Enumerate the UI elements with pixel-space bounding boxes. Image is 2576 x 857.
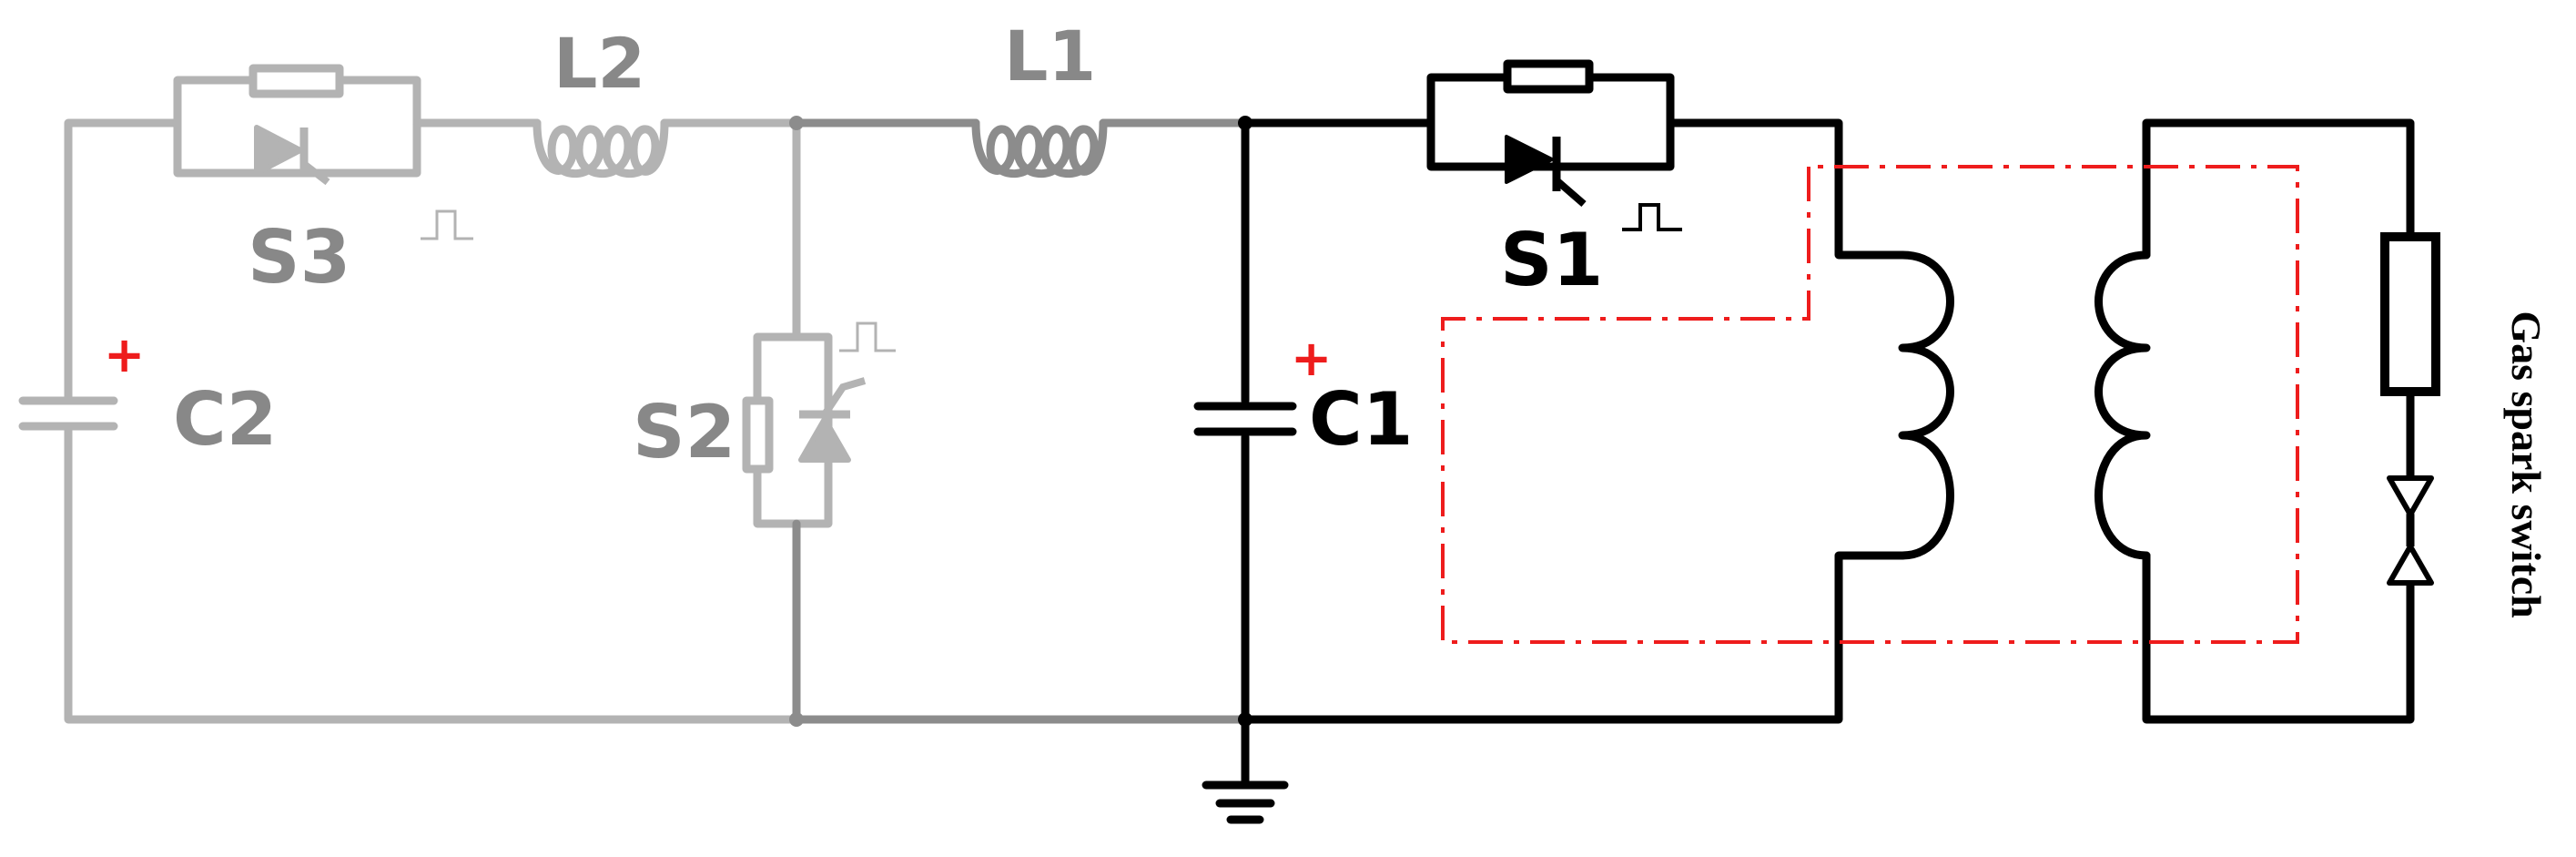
label-c1: C1 [1309, 377, 1413, 462]
wire-c2-bottom-rail [64, 474, 801, 724]
l1-inductor [971, 118, 1108, 179]
wire-primary-to-bottom [1241, 551, 1907, 724]
transformer-core-outline [1441, 165, 2299, 644]
junction-dot-c1-top [1238, 116, 1253, 130]
load-resistor [2380, 232, 2440, 396]
label-s1: S1 [1500, 218, 1603, 302]
c2-s3-l2-branch [18, 64, 833, 724]
s2-diode-triangle [798, 416, 851, 463]
s1-thyristor [1505, 135, 1682, 231]
s1-gate-pulse-icon [1622, 203, 1682, 231]
label-gas-spark-switch: Gas spark switch [2503, 311, 2550, 617]
label-c2: C2 [173, 377, 277, 462]
spark-gap-upper-triangle [2387, 475, 2434, 517]
l2-inductor [532, 118, 669, 179]
s3-thyristor [254, 125, 473, 240]
wire-secondary-top [2142, 118, 2415, 260]
spark-gap-lower-triangle [2387, 544, 2434, 586]
s1-parallel-resistor [1503, 59, 1594, 94]
s1-gate [1554, 177, 1587, 208]
transformer-primary-coil [1898, 250, 1954, 560]
wire-s1-to-primary [1666, 118, 1907, 260]
label-l2: L2 [553, 23, 645, 104]
junction-dot-bottom-left [789, 712, 804, 727]
label-s3: S3 [248, 215, 350, 300]
s3-diode-triangle [254, 125, 303, 176]
wire-c2-to-s3 [64, 118, 182, 360]
transformer-secondary-coil [2094, 250, 2151, 560]
s2-gate [821, 377, 867, 417]
s2-thyristor [798, 321, 896, 463]
l1-branch [792, 118, 1250, 724]
label-l1: L1 [1004, 15, 1096, 97]
s3-parallel-resistor [248, 64, 344, 98]
s3-gate [301, 160, 330, 186]
junction-dot-c1-bottom [1238, 712, 1253, 727]
junction-dot-top-left [789, 116, 804, 130]
c2-polarity-plus: + [104, 326, 145, 383]
s1-diode-triangle [1505, 135, 1554, 184]
label-s2: S2 [633, 390, 735, 474]
gas-spark-switch-symbol [2387, 475, 2434, 586]
s2-parallel-resistor [742, 396, 774, 474]
s2-gate-pulse-icon [839, 321, 896, 352]
c1-polarity-plus: + [1291, 330, 1332, 387]
s3-gate-pulse-icon [421, 209, 473, 240]
wire-secondary-bottom [2142, 551, 2415, 724]
main-discharge-circuit [1193, 59, 2415, 824]
